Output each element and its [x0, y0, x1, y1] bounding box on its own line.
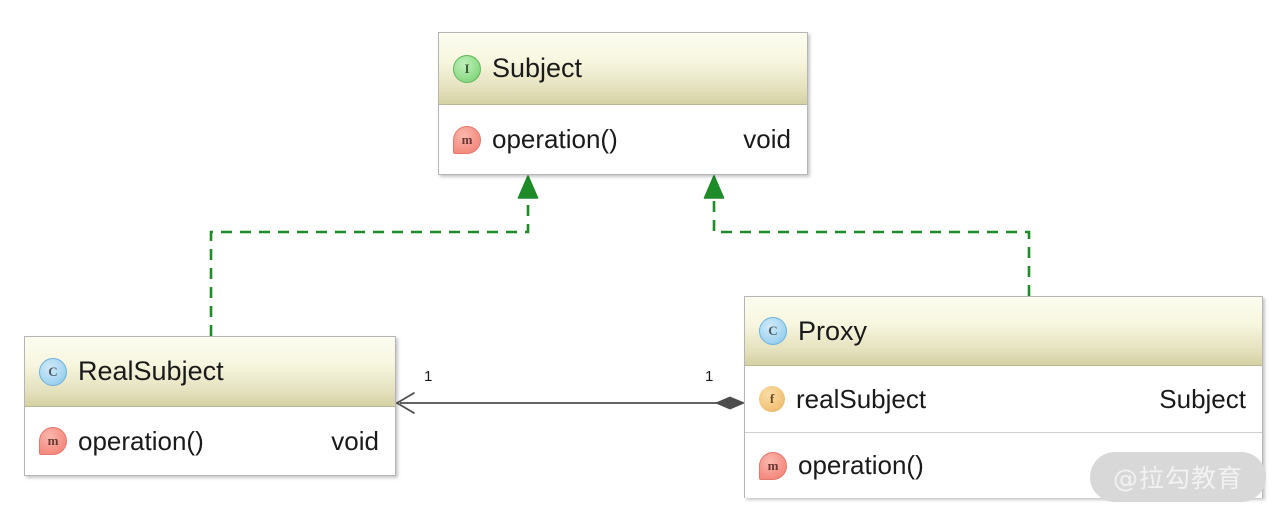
class-name-proxy: Proxy	[798, 315, 868, 346]
composition-proxy-realsubject	[395, 392, 746, 414]
method-icon: m	[453, 125, 481, 154]
class-header-realsubject[interactable]: C RealSubject	[25, 337, 395, 407]
member-type: Subject	[1159, 383, 1246, 414]
field-icon: f	[759, 386, 785, 412]
class-header-subject[interactable]: I Subject	[439, 33, 807, 105]
class-icon: C	[759, 317, 787, 345]
member-row-realsubject-operation[interactable]: m operation() void	[25, 407, 395, 475]
member-name: realSubject	[796, 383, 927, 414]
class-box-proxy[interactable]: C Proxy f realSubject Subject m operatio…	[744, 296, 1263, 498]
member-name: operation()	[492, 124, 618, 154]
member-name: operation()	[798, 450, 924, 480]
member-name: operation()	[78, 425, 204, 456]
member-type: void	[331, 425, 379, 456]
class-name-realsubject: RealSubject	[78, 356, 224, 386]
class-name-subject: Subject	[492, 53, 583, 83]
member-row-subject-operation[interactable]: m operation() void	[439, 105, 807, 174]
class-icon: C	[39, 357, 67, 386]
watermark: @拉勾教育	[1090, 452, 1266, 502]
method-icon: m	[759, 451, 787, 480]
realization-realsubject-subject	[209, 175, 539, 336]
method-icon: m	[39, 427, 67, 455]
member-type: void	[743, 124, 791, 154]
class-header-proxy[interactable]: C Proxy	[745, 297, 1262, 366]
realization-proxy-subject	[703, 175, 1031, 296]
member-row-proxy-realsubject[interactable]: f realSubject Subject	[745, 366, 1262, 432]
multiplicity-target: 1	[424, 368, 433, 385]
class-box-subject[interactable]: I Subject m operation() void	[438, 32, 808, 175]
interface-icon: I	[453, 54, 481, 83]
class-box-realsubject[interactable]: C RealSubject m operation() void	[24, 336, 396, 476]
multiplicity-source: 1	[705, 368, 714, 385]
